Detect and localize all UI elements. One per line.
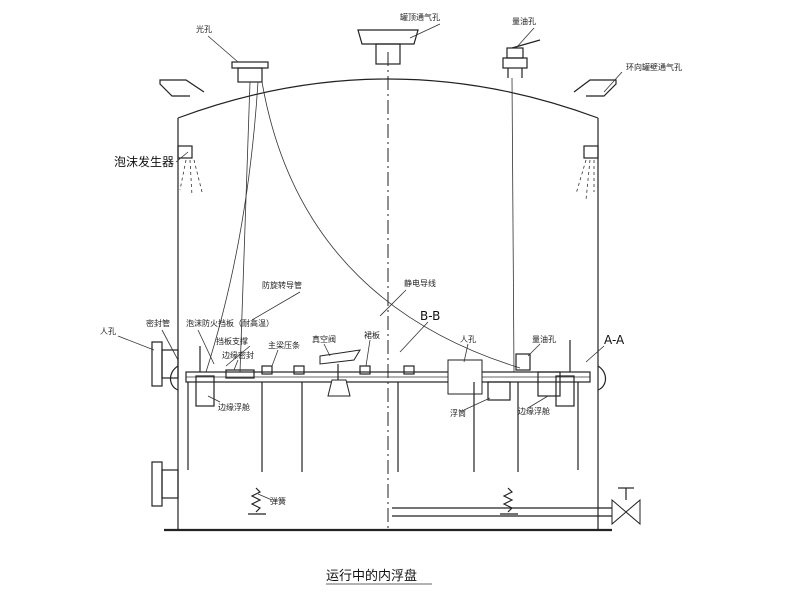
label-gauge-hole-roof: 量油孔 bbox=[532, 334, 556, 344]
vacuum-valve bbox=[319, 349, 361, 397]
label-anti-rotation-pipe: 防旋转导管 bbox=[262, 280, 302, 290]
edge-pontoon-right bbox=[555, 375, 575, 407]
rim-seal-left bbox=[169, 365, 179, 391]
light-hole-fitting bbox=[231, 61, 269, 83]
label-baffle-support: 挡板支撑 bbox=[216, 336, 248, 346]
gauge-hole-fitting bbox=[502, 39, 541, 78]
roof-vent-fitting bbox=[357, 29, 419, 65]
floating-deck bbox=[185, 359, 591, 401]
label-girder: 主梁压条 bbox=[268, 340, 300, 350]
rim-seal-right bbox=[597, 365, 607, 391]
label-static-wire: 静电导线 bbox=[404, 278, 436, 288]
label-foam-dam: 泡沫防火挡板（耐高温） bbox=[186, 318, 274, 328]
leader-lines bbox=[117, 23, 623, 501]
label-aa: A-A bbox=[604, 333, 625, 347]
outlet-pipe bbox=[392, 487, 641, 526]
spring-left bbox=[248, 487, 266, 515]
anti-rotation-pipe-line bbox=[239, 81, 251, 373]
label-roof-vent: 罐顶通气孔 bbox=[400, 12, 440, 22]
label-foam-generator: 泡沫发生器 bbox=[114, 154, 174, 169]
label-seal-tube: 密封管 bbox=[146, 318, 170, 328]
label-edge-pontoon-left: 边缘浮舱 bbox=[218, 402, 250, 412]
label-pontoon: 浮筒 bbox=[450, 408, 466, 418]
label-skirt: 裙板 bbox=[364, 330, 380, 340]
spring-right bbox=[500, 487, 518, 515]
label-manhole-roof: 人孔 bbox=[460, 335, 476, 344]
support-legs bbox=[187, 382, 579, 472]
annular-vent-right bbox=[573, 79, 617, 97]
label-annular-vent: 环向罐壁通气孔 bbox=[626, 62, 682, 72]
annular-vent-left bbox=[159, 79, 205, 97]
static-wire-curve bbox=[261, 81, 521, 369]
shell-manhole-upper bbox=[151, 341, 179, 387]
caption: 运行中的内浮盘 bbox=[326, 568, 417, 584]
baffle-box bbox=[225, 369, 255, 379]
label-light-hole: 光孔 bbox=[196, 24, 212, 34]
label-spring: 弹簧 bbox=[270, 496, 286, 506]
label-edge-pontoon-right: 边缘浮舱 bbox=[518, 406, 550, 416]
edge-pontoon-left bbox=[195, 375, 215, 407]
guide-cable-left bbox=[205, 81, 259, 373]
gauge-sleeve-deck bbox=[515, 353, 531, 371]
label-rim-seal: 边缘密封 bbox=[222, 350, 254, 360]
label-manhole-shell: 人孔 bbox=[100, 327, 116, 336]
foam-generator-left bbox=[177, 145, 203, 197]
label-bb: B-B bbox=[420, 309, 440, 323]
label-gauge-hole: 量油孔 bbox=[512, 16, 536, 26]
gauge-guide-line bbox=[511, 77, 515, 373]
foam-generator-right bbox=[575, 145, 599, 201]
label-vacuum-valve: 真空阀 bbox=[312, 334, 336, 344]
shell-manhole-lower bbox=[151, 461, 179, 507]
edge-box-right bbox=[537, 371, 561, 397]
